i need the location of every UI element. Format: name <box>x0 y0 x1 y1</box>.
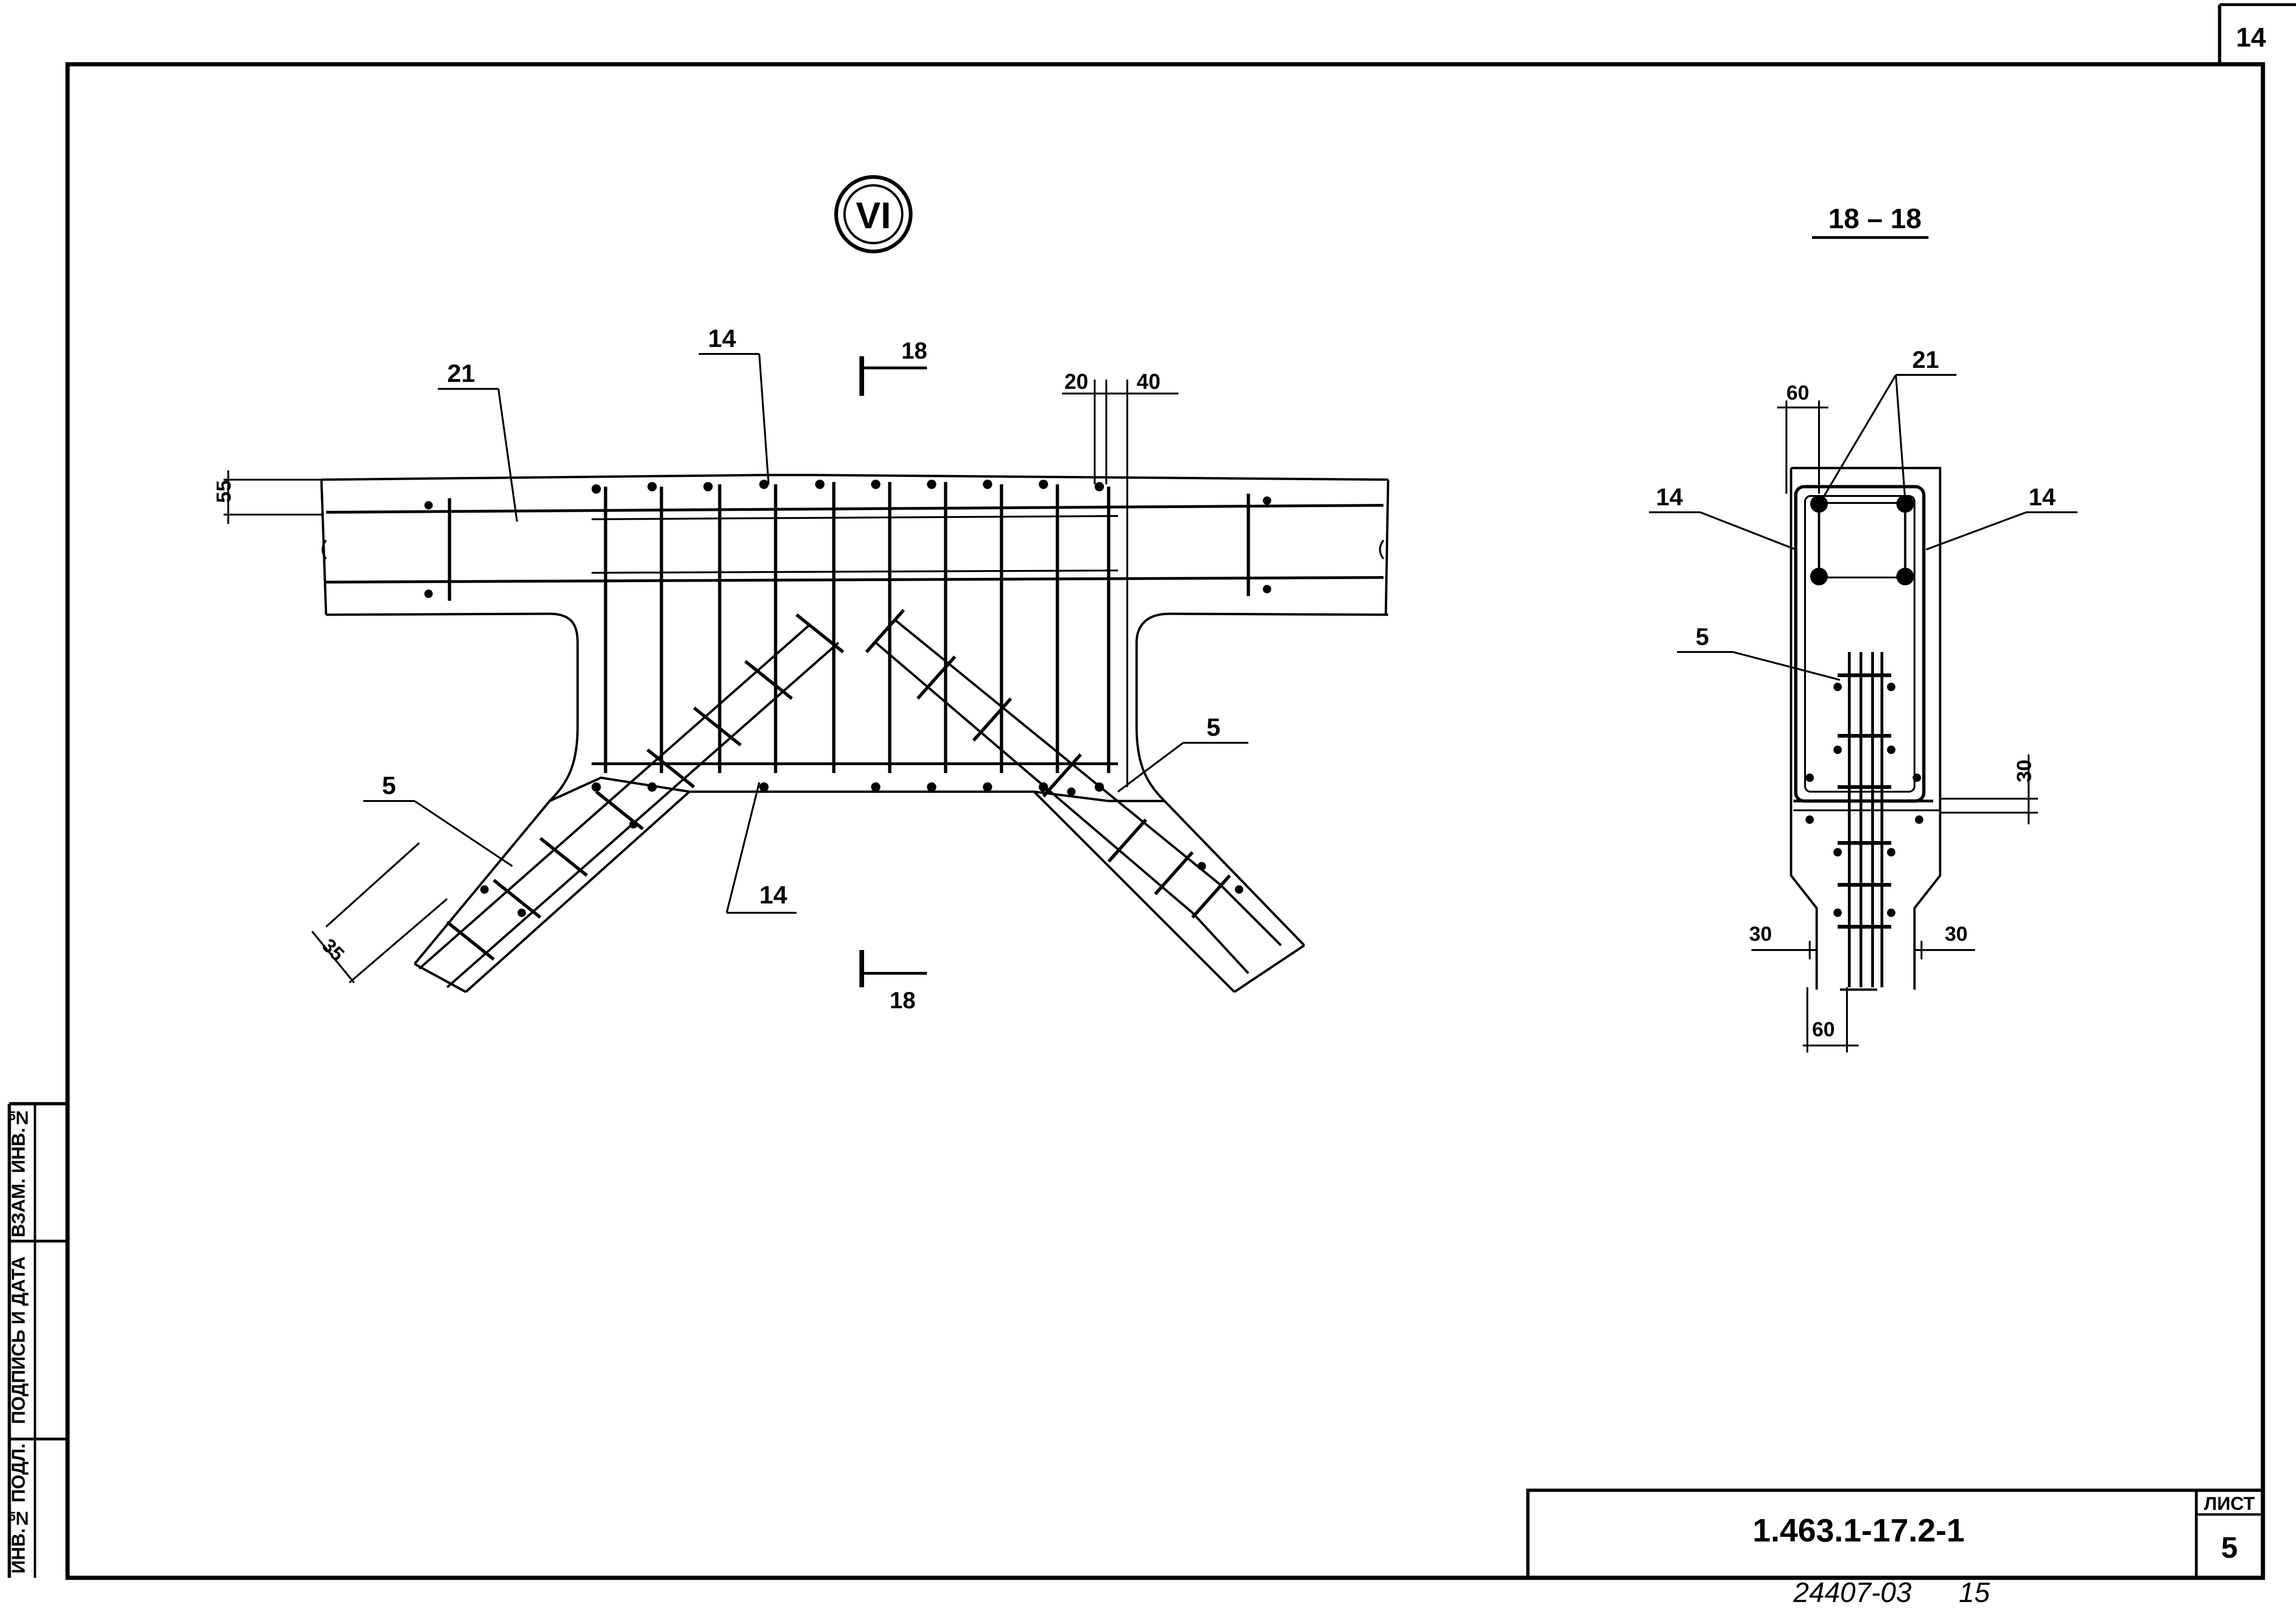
section-dim-30-left-bottom: 30 <box>1749 923 1772 945</box>
node-vi-drawing <box>320 474 1390 993</box>
dim-40: 40 <box>1137 369 1160 394</box>
label-5-right: 5 <box>1206 713 1220 741</box>
section-dim-30-right-bottom: 30 <box>1945 923 1968 945</box>
label-5-left: 5 <box>382 772 396 800</box>
section-label-21: 21 <box>1912 346 1939 373</box>
dim-55: 55 <box>212 480 235 503</box>
node-id: VI <box>856 195 891 236</box>
section-mark-bottom: 18 <box>890 987 916 1013</box>
sheet-label: ЛИСТ <box>2204 1494 2255 1514</box>
section-label-14-right: 14 <box>2029 484 2056 511</box>
section-drawing <box>1790 467 1942 991</box>
section-dim-60-top: 60 <box>1786 381 1809 404</box>
section-leaders <box>1649 374 2078 1052</box>
section-dim-30-right: 30 <box>2013 760 2036 782</box>
dim-35: 35 <box>318 934 348 965</box>
dim-20: 20 <box>1064 369 1088 394</box>
stamp-inv-podl: ИНВ.№ ПОДЛ. <box>8 1443 29 1574</box>
section-label-14-left: 14 <box>1656 484 1683 511</box>
archive-page: 15 <box>1959 1577 1990 1608</box>
top-corner-number: 14 <box>2236 22 2266 53</box>
label-14-bottom: 14 <box>759 881 787 909</box>
stamp-vzam-inv: ВЗАМ. ИНВ.№ <box>8 1107 29 1238</box>
section-label-5: 5 <box>1696 624 1709 651</box>
node-bar-dots <box>424 480 1271 917</box>
section-title: 18 – 18 <box>1828 203 1921 234</box>
sheet-frame <box>7 3 2296 1580</box>
stamp-podpis-data: ПОДПИСЬ И ДАТА <box>8 1256 29 1424</box>
label-14-top: 14 <box>708 325 736 353</box>
node-id-circle <box>834 175 913 253</box>
node-leaders <box>224 353 1248 987</box>
section-mark-top: 18 <box>901 338 927 364</box>
section-dim-60-bottom: 60 <box>1812 1018 1835 1041</box>
sheet-number: 5 <box>2221 1531 2238 1564</box>
document-code: 1.463.1-17.2-1 <box>1752 1512 1964 1548</box>
archive-number: 24407-03 <box>1793 1577 1912 1608</box>
section-bar-dots <box>1805 495 1923 917</box>
label-21: 21 <box>447 360 475 387</box>
